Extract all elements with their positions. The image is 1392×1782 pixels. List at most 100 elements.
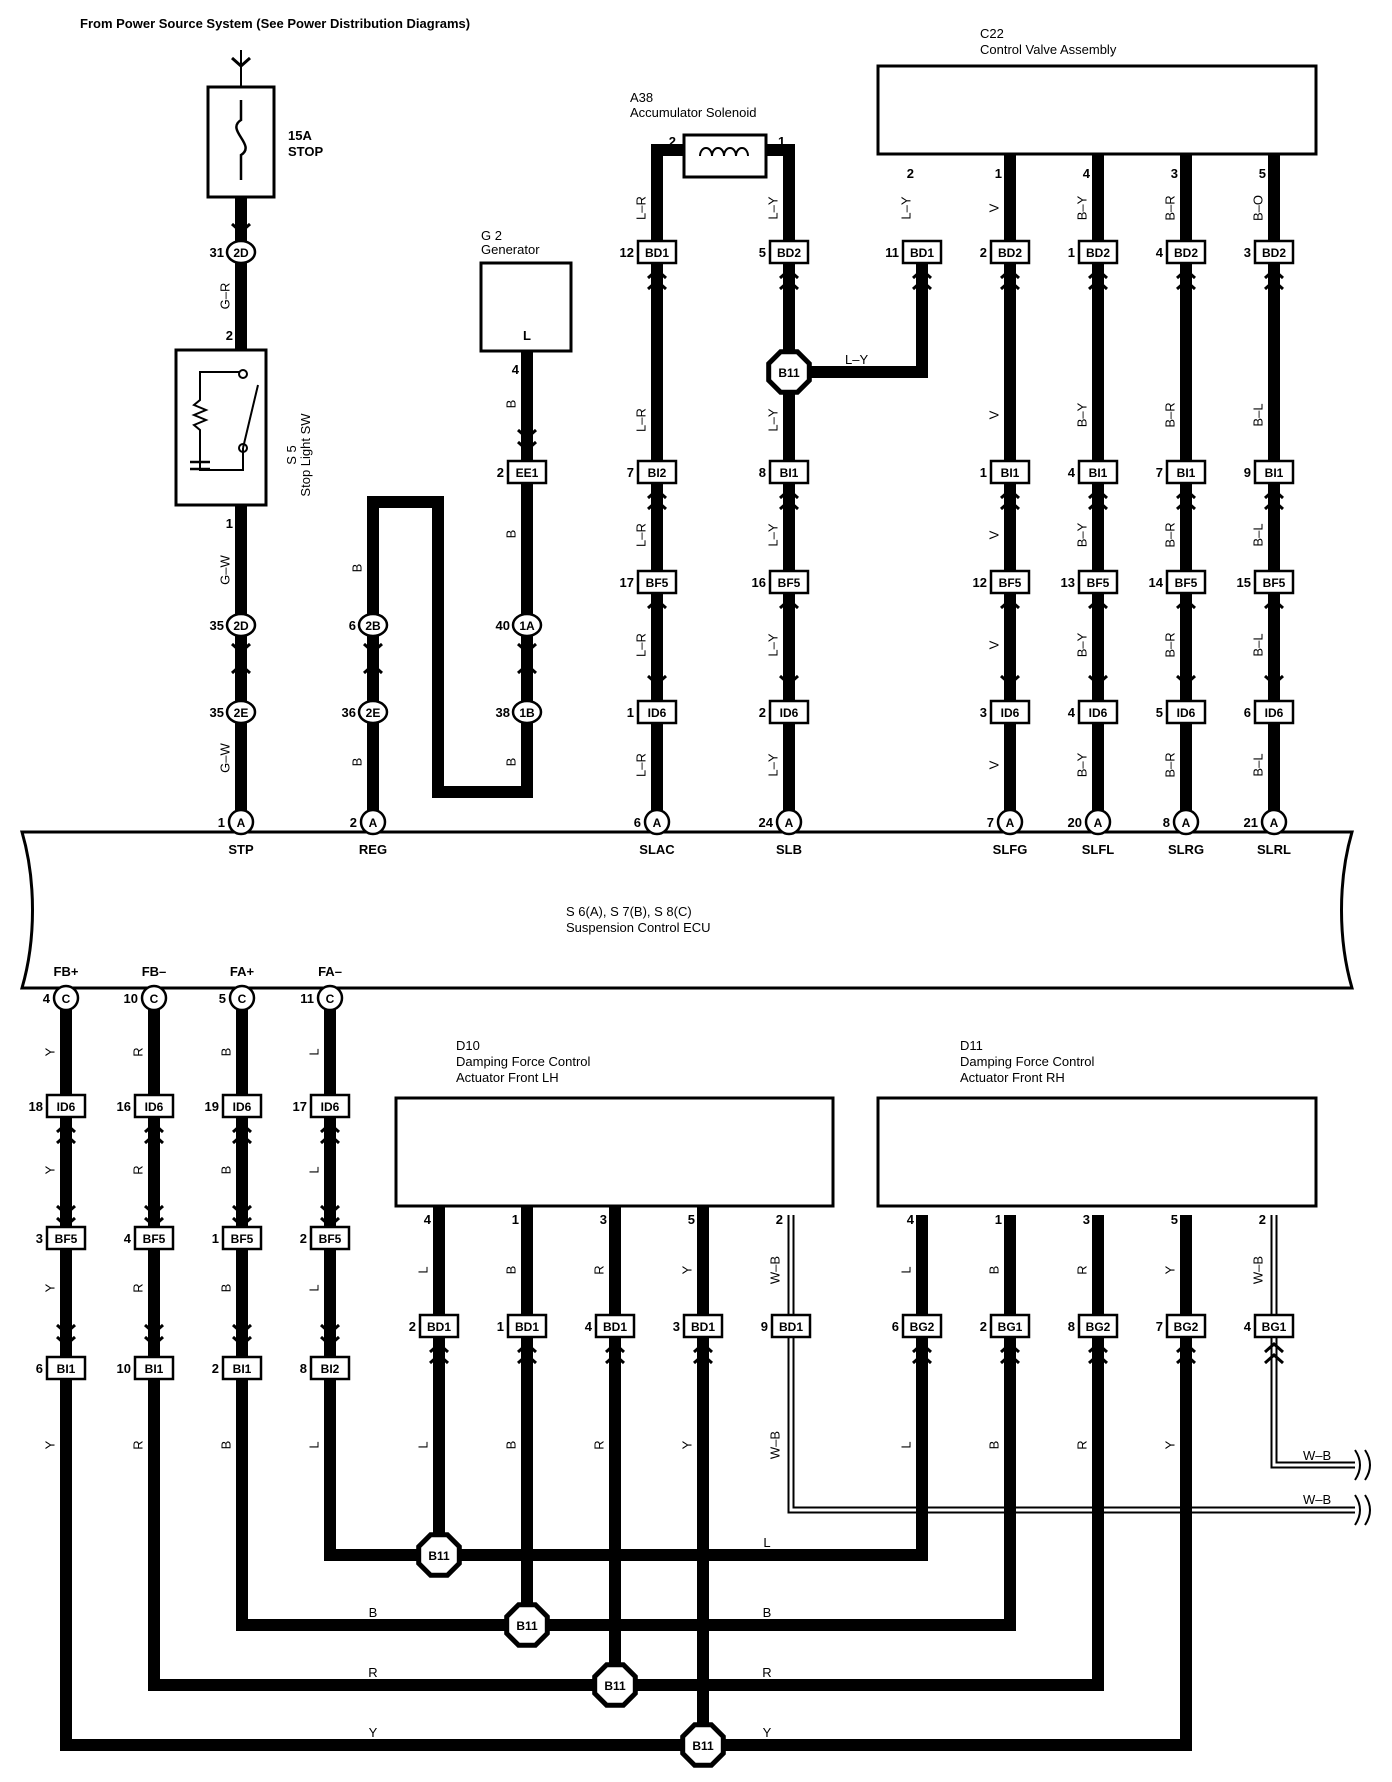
pin-number: 5: [219, 991, 226, 1006]
arrow-up-icon: [1176, 487, 1196, 500]
connector-oval: [225, 699, 257, 725]
pin-number: 4: [124, 1231, 132, 1246]
wire-color-label: L–R: [633, 633, 648, 657]
connector-box: [768, 569, 810, 595]
pin-number: 16: [117, 1099, 131, 1114]
d10-line2: Actuator Front LH: [456, 1070, 559, 1085]
arrow-up-icon: [232, 1132, 252, 1145]
connector-box: [636, 569, 678, 595]
pin-number: 31: [210, 245, 224, 260]
wire-color-label: L–Y: [765, 523, 780, 546]
generator-code: G 2: [481, 228, 502, 243]
switch-lever-icon: [242, 384, 259, 449]
pin-number: 15: [1237, 575, 1251, 590]
connector-box: [636, 239, 678, 265]
pin-number: 2: [226, 328, 233, 343]
connector-label: C: [150, 992, 159, 1006]
arrow-up-icon: [779, 498, 799, 511]
switch-name: Stop Light SW: [298, 413, 313, 497]
ecu-signal-label: SLB: [776, 842, 802, 857]
pin-number: 3: [600, 1212, 607, 1227]
connector-label: BF5: [999, 576, 1022, 590]
arrow-up-icon: [1264, 597, 1284, 610]
arrow-up-icon: [693, 1341, 713, 1354]
wire-color-label: V: [986, 760, 1001, 769]
connector-label: 1A: [519, 619, 535, 633]
connector-box: [901, 239, 943, 265]
connector-box: [989, 239, 1031, 265]
connector-label: BD2: [998, 246, 1022, 260]
arrow-up-icon: [429, 1341, 449, 1354]
wire-color-label: B–R: [1162, 402, 1177, 427]
arrow-down-icon: [56, 1204, 76, 1217]
connector-label: BD2: [1262, 246, 1286, 260]
d11-line2: Actuator Front RH: [960, 1070, 1065, 1085]
ecu-code: S 6(A), S 7(B), S 8(C): [566, 904, 692, 919]
wire-color-label: W–B: [767, 1256, 782, 1284]
ecu-signal-label: FA+: [230, 964, 255, 979]
arrow-up-icon: [1088, 1352, 1108, 1365]
connector-label: EE1: [516, 466, 539, 480]
wire-color-label: B: [503, 400, 518, 409]
pin-number: 7: [1156, 465, 1163, 480]
arrow-down-icon: [517, 428, 537, 441]
wire-color-label: Y: [679, 1440, 694, 1449]
pin-number: 1: [995, 1212, 1002, 1227]
pin-number: 4: [43, 991, 51, 1006]
arrow-up-icon: [605, 1341, 625, 1354]
connector-label: A: [1006, 816, 1015, 830]
pin-number: 19: [205, 1099, 219, 1114]
pin-number: 35: [210, 618, 224, 633]
pin-number: 5: [759, 245, 766, 260]
connector-label: BI1: [780, 466, 799, 480]
pin-number: 2: [300, 1231, 307, 1246]
arrow-up-icon: [605, 1352, 625, 1365]
wire-color-label: L–Y: [765, 753, 780, 776]
ecu-pin: [140, 984, 168, 1012]
connector-box: [636, 699, 678, 725]
connector-label: C: [238, 992, 247, 1006]
pin-number: 1: [995, 166, 1002, 181]
connector-label: BD2: [1174, 246, 1198, 260]
wire-color-label: L–Y: [765, 633, 780, 656]
ground-wire-core: [789, 1215, 1355, 1512]
wire-color-label: G–W: [217, 742, 232, 772]
wire-slac: [651, 144, 685, 820]
d11-code: D11: [960, 1038, 983, 1053]
pin-number: 2: [759, 705, 766, 720]
connector-box: [768, 699, 810, 725]
control-valve-box: [876, 64, 1318, 156]
splice-label: B11: [692, 1739, 714, 1753]
pin-number: 3: [1171, 166, 1178, 181]
wire-color-label: L: [306, 1166, 321, 1173]
pin-number: 14: [1149, 575, 1164, 590]
pin-number: 5: [1259, 166, 1266, 181]
pin-number: 8: [1163, 815, 1170, 830]
arrow-up-icon: [144, 1132, 164, 1145]
connector-box: [45, 1093, 87, 1119]
arrow-up-icon: [232, 1121, 252, 1134]
pin-number: 38: [496, 705, 510, 720]
arrow-down-icon: [56, 1323, 76, 1336]
pin-number: 11: [885, 245, 899, 260]
arrow-down-icon: [144, 1204, 164, 1217]
connector-label: 2D: [233, 619, 249, 633]
pin-number: 21: [1244, 815, 1258, 830]
connector-label: BD2: [777, 246, 801, 260]
ecu-box: [20, 830, 1354, 990]
wire-color-label: R: [130, 1165, 145, 1174]
connector-box: [1077, 699, 1119, 725]
wire-color-label: B–Y: [1074, 522, 1089, 547]
connector-label: A: [369, 816, 378, 830]
pin-number: 8: [300, 1361, 307, 1376]
arrow-up-icon: [1088, 487, 1108, 500]
connector-box: [682, 1313, 724, 1339]
connector-label: BD1: [910, 246, 934, 260]
connector-label: BD1: [515, 1320, 539, 1334]
connector-label: BF5: [1263, 576, 1286, 590]
arrow-up-icon: [363, 662, 383, 675]
splice-b11: [766, 349, 812, 395]
arrow-up-icon: [1264, 278, 1284, 291]
wire-color-label: B–L: [1250, 523, 1265, 546]
arrow-down-icon: [232, 1335, 252, 1348]
